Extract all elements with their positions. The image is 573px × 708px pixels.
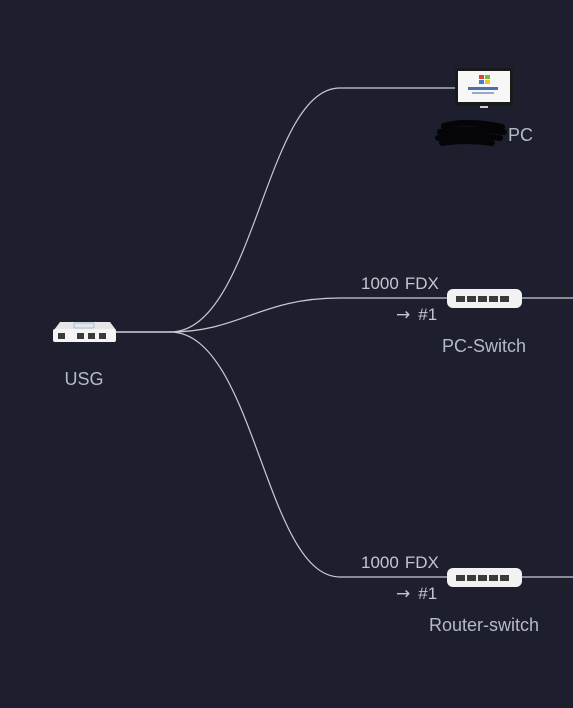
port-number: #1 [418, 584, 438, 603]
router-switch-icon[interactable] [447, 568, 522, 587]
router-switch-link-speed: 1000 FDX [361, 553, 439, 573]
router-switch-port: → #1 [396, 584, 437, 604]
windows-xp-monitor-icon[interactable] [455, 68, 513, 108]
link-duplex: FDX [404, 274, 439, 293]
link-usg-pc-switch[interactable] [116, 297, 447, 333]
pc-switch-icon[interactable] [447, 289, 522, 308]
link-speed: 1000 [361, 274, 399, 293]
arrow-right-icon: → [396, 305, 411, 325]
usg-label: USG [64, 369, 104, 389]
link-duplex: FDX [404, 553, 439, 572]
pc-switch-port: → #1 [396, 305, 437, 325]
arrow-right-icon: → [396, 584, 411, 604]
gateway-icon[interactable] [53, 322, 116, 342]
port-number: #1 [418, 305, 438, 324]
pc-label: PC [508, 125, 534, 145]
redaction-scribble [435, 119, 507, 146]
link-usg-router-switch[interactable] [116, 331, 447, 578]
link-speed: 1000 [361, 553, 399, 572]
pc-switch-link-speed: 1000 FDX [361, 274, 439, 294]
link-usg-pc[interactable] [116, 87, 455, 333]
pc-switch-label: PC-Switch [441, 336, 527, 356]
router-switch-label: Router-switch [428, 615, 540, 635]
